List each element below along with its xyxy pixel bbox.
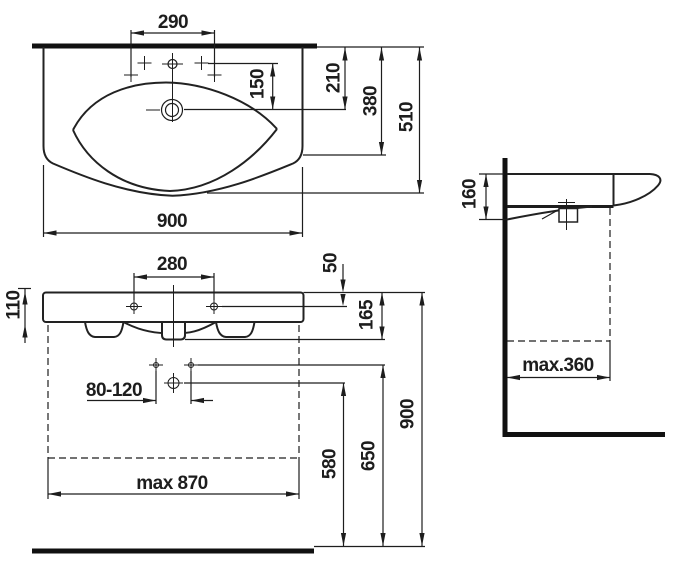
- dim-150: 150: [208, 62, 278, 110]
- dim-900-height-label: 900: [398, 399, 419, 429]
- dim-380: 380: [303, 47, 386, 156]
- dim-150-label: 150: [248, 69, 269, 99]
- supply-position-marks: [149, 358, 198, 372]
- basin-underside-side: [506, 205, 593, 221]
- clearance-zone-dashed: [47, 325, 300, 459]
- dim-650-label: 650: [359, 441, 380, 471]
- dim-160: 160: [460, 173, 507, 221]
- dim-80-120-label: 80-120: [86, 380, 142, 401]
- dim-80-120: 80-120: [86, 371, 213, 404]
- dim-900-width-label: 900: [157, 211, 187, 232]
- dim-580: 580: [320, 383, 347, 546]
- dim-max-870: max 870: [47, 458, 300, 499]
- dim-165: 165: [357, 292, 385, 340]
- dim-max-360-label: max.360: [522, 355, 594, 376]
- left-bracket: [84, 321, 125, 338]
- dim-280: 280: [133, 254, 215, 300]
- drain-outlet-side: [558, 207, 579, 223]
- front-view: 280 110 50 165: [4, 253, 425, 554]
- fixing-holes: [126, 299, 222, 314]
- dim-210-label: 210: [324, 63, 345, 93]
- basin-front-nose: [613, 173, 662, 207]
- dim-900-width: 900: [42, 165, 304, 237]
- top-view: 290 150 210 380: [32, 12, 424, 237]
- drain-hole-inner: [164, 102, 180, 118]
- drain-hole-outer: [160, 98, 184, 122]
- dim-210: 210: [324, 47, 348, 110]
- drain-support-line: [541, 208, 560, 220]
- dim-900-height: 900: [398, 292, 425, 546]
- side-view: 160 max.360: [460, 158, 665, 437]
- waste-position-mark: [164, 373, 183, 393]
- dim-max-360: max.360: [507, 355, 610, 381]
- dim-160-label: 160: [460, 179, 481, 209]
- projection-dashed: [507, 208, 611, 381]
- dim-50-label: 50: [321, 253, 342, 273]
- dim-380-label: 380: [361, 86, 382, 116]
- dim-510: 510: [207, 47, 424, 194]
- dim-290-label: 290: [158, 12, 188, 33]
- bowl-bottom-edge: [72, 128, 278, 193]
- dim-290: 290: [130, 12, 216, 77]
- dim-max-870-label: max 870: [136, 473, 208, 494]
- bowl-top-edge: [72, 81, 278, 131]
- dim-110: 110: [4, 287, 31, 343]
- dim-110-label: 110: [4, 290, 25, 319]
- dim-580-label: 580: [320, 449, 341, 479]
- basin-outer-outline: [42, 47, 304, 197]
- dim-510-label: 510: [397, 102, 418, 132]
- right-bracket: [215, 321, 256, 338]
- dim-280-label: 280: [157, 254, 187, 275]
- dim-50: 50: [321, 253, 346, 306]
- dim-650: 650: [359, 365, 386, 546]
- dim-165-label: 165: [357, 299, 378, 330]
